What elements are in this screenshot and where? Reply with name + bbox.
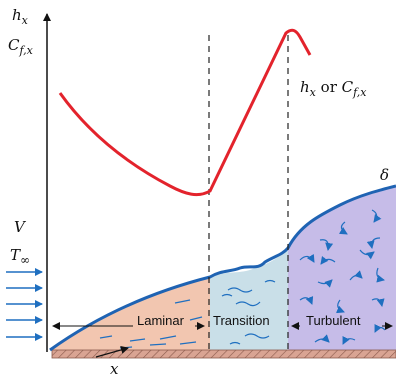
- freestream-temperature-label: T∞: [10, 246, 30, 267]
- turbulent-region: [288, 186, 396, 350]
- y-label-h: hx: [12, 6, 29, 27]
- turbulent-eddies: [299, 209, 386, 345]
- transition-eddies: [221, 279, 276, 345]
- y-label-c: Cf,x: [8, 36, 34, 57]
- flat-plate: [51, 349, 396, 359]
- hx-cfx-curve: [58, 28, 312, 197]
- curve-label: hx or Cf,x: [300, 78, 367, 99]
- laminar-region: [50, 277, 210, 350]
- x-direction-arrow: [95, 346, 129, 358]
- boundary-layer-edge: [49, 184, 396, 352]
- freestream-velocity-label: V: [14, 218, 27, 236]
- x-axis-label: x: [110, 360, 119, 378]
- transition-label: Transition: [213, 313, 270, 328]
- freestream-arrows: [6, 268, 43, 341]
- delta-label: δ: [380, 166, 389, 184]
- laminar-label: Laminar: [137, 313, 185, 328]
- turbulent-label: Turbulent: [306, 313, 361, 328]
